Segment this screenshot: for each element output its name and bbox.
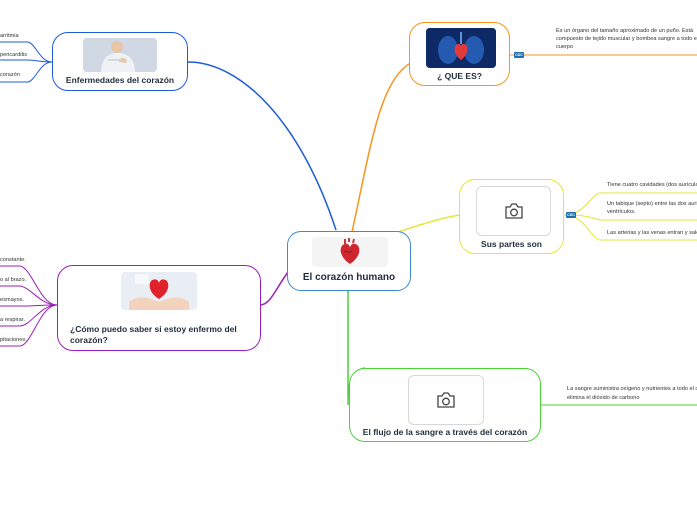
topic-enfermedades[interactable]: Enfermedades del corazón	[52, 32, 188, 91]
partes-leaf-3: Las arterias y las venas entran y salen	[607, 230, 697, 236]
enfermedades-leaf-1: arritmia	[0, 33, 19, 39]
link-enfermedades	[187, 61, 337, 231]
heart-icon	[340, 238, 360, 264]
link-enfermedades-leaves	[0, 41, 53, 83]
partes-leaf-2b: ventrículos.	[607, 209, 636, 215]
flujo-line-2: elimina el dióxido de carbono	[567, 395, 640, 401]
saber-title-line-1: ¿Cómo puedo saber si estoy enfermo del	[70, 324, 237, 334]
topic-partes[interactable]: Sus partes son	[459, 179, 564, 254]
heart-image	[312, 237, 388, 267]
partes-image-placeholder	[476, 186, 551, 236]
flujo-line-1: La sangre suministra oxígeno y nutriente…	[567, 386, 697, 392]
link-saber	[259, 271, 289, 306]
topic-saber[interactable]: ¿Cómo puedo saber si estoy enfermo del c…	[57, 265, 261, 351]
partes-leaf-2a: Un tabique (septo) entre las dos aurícul…	[607, 201, 697, 207]
link-saber-leaves	[0, 265, 58, 347]
saber-leaf-3: esmayos.	[0, 297, 24, 303]
saber-leaf-5: pitaciones.	[0, 337, 27, 343]
link-que-es	[351, 61, 413, 233]
saber-leaf-1: constante.	[0, 257, 26, 263]
partes-leaf-1: Tiene cuatro cavidades (dos aurículas	[607, 182, 697, 188]
enfermedades-title: Enfermedades del corazón	[65, 75, 175, 85]
link-partes	[397, 214, 461, 233]
chest-pain-icon	[83, 38, 157, 72]
enfermedades-leaf-3: corazón	[0, 72, 20, 78]
enfermedades-leaf-2: pericarditis	[0, 52, 28, 58]
saber-title-line-2: corazón?	[70, 335, 108, 345]
heart-hands-image	[121, 272, 197, 310]
topic-que-es[interactable]: ¿ QUE ES?	[409, 22, 510, 86]
flujo-title: El flujo de la sangre a través del coraz…	[362, 427, 528, 437]
central-topic[interactable]: El corazón humano	[287, 231, 411, 291]
que-es-line-1: Es un órgano del tamaño aproximado de un…	[556, 28, 694, 34]
que-es-line-3: cuerpo	[556, 44, 574, 50]
camera-icon	[504, 203, 523, 219]
flujo-image-placeholder	[408, 375, 484, 425]
camera-icon	[437, 392, 455, 408]
que-es-title: ¿ QUE ES?	[437, 71, 482, 81]
organ-scan-image	[426, 28, 496, 68]
central-title: El corazón humano	[302, 272, 396, 283]
heart-hands-icon	[121, 272, 197, 310]
organ-scan-icon	[426, 28, 496, 68]
partes-title: Sus partes son	[481, 239, 542, 249]
topic-flujo[interactable]: El flujo de la sangre a través del coraz…	[349, 368, 541, 442]
saber-leaf-2: o al brazo.	[0, 277, 27, 283]
chest-pain-image	[83, 38, 157, 72]
saber-leaf-4: a respirar.	[0, 317, 25, 323]
partes-note-tag[interactable]: CDC	[566, 212, 576, 218]
que-es-note-tag[interactable]: CDC	[514, 52, 524, 58]
que-es-line-2: compuesto de tejido muscular y bombea sa…	[556, 36, 697, 42]
